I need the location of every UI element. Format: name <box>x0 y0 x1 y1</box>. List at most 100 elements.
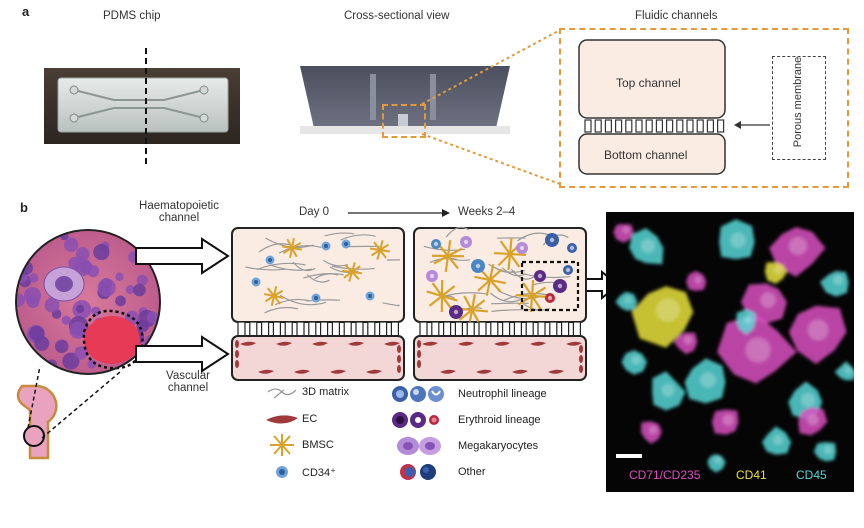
cross-section-title: Cross-sectional view <box>344 10 450 22</box>
cell-nucleus <box>565 267 571 273</box>
histology-cell <box>69 321 87 339</box>
endothelial-cell <box>458 341 474 346</box>
membrane-pore <box>379 321 388 337</box>
legend-icons <box>266 386 444 480</box>
matrix-fiber <box>274 298 310 306</box>
endothelial-cell <box>440 369 456 374</box>
endothelial-cell <box>366 369 382 374</box>
cd34-nucleus <box>344 242 348 246</box>
cell-highlight <box>743 315 753 325</box>
cell-highlight <box>683 335 693 345</box>
membrane-pore <box>419 321 428 337</box>
cell-highlight <box>694 276 702 284</box>
histology-cell <box>133 283 146 297</box>
legend-erythroid: Erythroid lineage <box>458 414 541 426</box>
membrane-pore <box>572 321 581 337</box>
endothelial-cell <box>397 345 401 353</box>
matrix-fiber <box>445 226 470 238</box>
matrix-fiber <box>324 232 355 237</box>
histology-cell <box>75 247 90 261</box>
endothelial-cell <box>579 365 583 373</box>
membrane-pore <box>478 321 487 337</box>
histology-cell <box>93 243 110 261</box>
matrix-fiber <box>491 302 529 305</box>
membrane-pore <box>635 119 643 133</box>
cell-nucleus <box>475 263 481 269</box>
histology-cell <box>16 361 27 374</box>
cd34-nucleus <box>268 258 272 262</box>
histology-cell <box>32 230 51 242</box>
cell-highlight <box>760 292 776 308</box>
histology-cell <box>34 335 50 351</box>
panel-a-letter: a <box>22 4 30 19</box>
membrane-pore <box>655 119 664 133</box>
matrix-fiber <box>264 306 299 314</box>
cell-nucleus <box>453 309 459 315</box>
membrane-pore <box>272 321 282 337</box>
scale-bar <box>616 454 642 458</box>
fluidic-zoom-box <box>559 28 849 188</box>
membrane-pore <box>525 321 534 337</box>
histology-cell <box>125 285 135 295</box>
timeline-start: Day 0 <box>299 206 330 218</box>
cell-highlight <box>714 456 722 464</box>
membrane-pore <box>454 321 464 337</box>
endothelial-cell <box>422 341 438 346</box>
endothelial-cell <box>566 341 582 346</box>
bmsc-cell <box>477 268 503 292</box>
channel-schematic <box>578 39 726 175</box>
membrane-pore <box>319 321 329 337</box>
membrane-pore <box>249 321 258 337</box>
endothelial-cell <box>258 369 274 374</box>
legend-3d-matrix: 3D matrix <box>302 386 350 398</box>
endothelial-cell <box>276 341 292 346</box>
bmsc-cell <box>428 285 456 307</box>
matrix-fiber <box>516 232 550 242</box>
chip-day0 <box>231 227 405 381</box>
cell-nucleus <box>519 245 525 251</box>
membrane-pore <box>296 321 305 337</box>
cell-nucleus <box>433 241 439 247</box>
cell-highlight <box>773 435 783 445</box>
chip-weeks <box>413 226 587 381</box>
endothelial-cell <box>476 369 492 374</box>
legend-other: Other <box>458 466 486 478</box>
cell-highlight <box>745 337 771 363</box>
endothelial-cell <box>294 369 310 374</box>
cell-nucleus <box>549 237 555 243</box>
top-channel-label: Top channel <box>616 76 681 90</box>
cd34-nucleus <box>368 294 372 298</box>
histology-cell <box>29 273 39 283</box>
cd34-nucleus <box>254 280 258 284</box>
pdms-chip-photo <box>44 48 240 166</box>
timeline-arrow <box>348 209 450 217</box>
membrane-pore <box>331 321 341 337</box>
membrane-label: Porous membrane <box>792 56 804 148</box>
fluidic-channels-title: Fluidic channels <box>635 10 718 22</box>
endothelial-cell <box>417 360 421 368</box>
matrix-fiber <box>382 302 400 307</box>
vascular-label: Vascular channel <box>166 370 210 394</box>
membrane-arrow <box>734 121 770 129</box>
endothelial-cell <box>494 341 510 346</box>
membrane-pore <box>355 321 364 337</box>
membrane-pore <box>284 321 293 337</box>
matrix-fiber <box>523 273 571 279</box>
zoom-box-small <box>382 104 426 138</box>
cell-highlight <box>807 319 829 341</box>
histology-cell <box>64 237 79 252</box>
cell-highlight <box>700 372 716 388</box>
endothelial-cell <box>348 341 364 346</box>
endothelial-cell <box>579 345 583 353</box>
legend-neutrophil: Neutrophil lineage <box>458 388 547 400</box>
histology-cell <box>23 286 41 305</box>
membrane-pore <box>549 321 558 337</box>
endothelial-cell <box>397 355 401 363</box>
membrane-pore <box>561 321 570 337</box>
timeline-end: Weeks 2–4 <box>458 206 516 218</box>
fluorescent-cell <box>834 361 854 381</box>
fluorescence-image <box>606 212 854 492</box>
cell-highlight <box>807 414 819 426</box>
cell-nucleus <box>569 245 575 251</box>
bmsc-cell <box>264 289 284 303</box>
